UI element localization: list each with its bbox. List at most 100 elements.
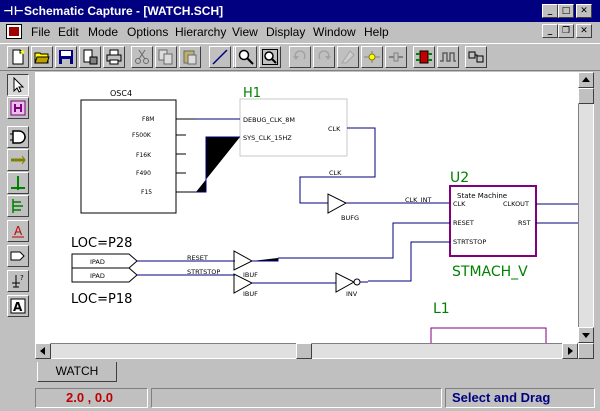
u2-instance-label: STMACH_V bbox=[452, 264, 528, 280]
open-button[interactable] bbox=[31, 46, 53, 68]
menu-file[interactable]: File bbox=[31, 25, 51, 39]
paste-icon bbox=[183, 50, 197, 65]
inv-gate[interactable] bbox=[335, 272, 356, 293]
svg-text:A: A bbox=[13, 300, 23, 314]
loc-p18-label: LOC=P18 bbox=[71, 292, 132, 307]
bus-tap-icon bbox=[364, 51, 380, 63]
bufg-gate[interactable] bbox=[327, 193, 348, 214]
doc-minimize-button[interactable]: _ bbox=[542, 24, 558, 38]
print-icon bbox=[106, 49, 122, 65]
net-clk-int-label: CLK_INT bbox=[405, 196, 431, 204]
net-icon bbox=[389, 52, 403, 62]
doc-restore-button[interactable]: ❐ bbox=[558, 24, 574, 38]
menu-options[interactable]: Options bbox=[127, 25, 169, 39]
timing-button[interactable] bbox=[437, 46, 459, 68]
redo-icon bbox=[318, 50, 331, 60]
symbol-button[interactable] bbox=[7, 126, 29, 148]
osc4-pin-f15: F15 bbox=[141, 189, 152, 196]
l1-label: L1 bbox=[433, 301, 450, 317]
print-button[interactable] bbox=[103, 46, 125, 68]
wire-icon bbox=[11, 176, 25, 190]
ground-icon bbox=[12, 199, 23, 213]
schematic-app-icon[interactable]: ⊣⊢ bbox=[3, 4, 25, 18]
text-button[interactable]: A bbox=[7, 220, 29, 242]
attribute-button[interactable]: A bbox=[7, 295, 29, 317]
hierarchy-button[interactable] bbox=[7, 97, 29, 119]
scroll-up-button[interactable] bbox=[578, 72, 594, 88]
undo-button[interactable] bbox=[289, 46, 311, 68]
tab-watch[interactable]: WATCH bbox=[37, 362, 117, 382]
zoom-full-button[interactable] bbox=[259, 46, 281, 68]
zoom-button[interactable] bbox=[235, 46, 257, 68]
osc4-body[interactable] bbox=[80, 99, 177, 214]
u2-pin-clkout: CLKOUT bbox=[503, 200, 529, 208]
rubber-band-button[interactable] bbox=[337, 46, 359, 68]
menu-help[interactable]: Help bbox=[364, 25, 389, 39]
net-button[interactable] bbox=[385, 46, 407, 68]
scroll-down-button[interactable] bbox=[578, 327, 594, 343]
minimize-button[interactable]: _ bbox=[542, 4, 558, 18]
ipad-strtstop[interactable] bbox=[71, 267, 138, 283]
osc4-pin-f490: F490 bbox=[136, 170, 151, 177]
svg-text:?: ? bbox=[20, 274, 24, 282]
ibuf-strtstop-gate[interactable] bbox=[233, 273, 254, 294]
rubber-band-icon bbox=[341, 50, 355, 64]
maximize-button[interactable]: □ bbox=[558, 4, 574, 18]
scroll-left-button[interactable] bbox=[35, 343, 51, 359]
net-clk-label: CLK bbox=[329, 169, 342, 177]
wire-button[interactable] bbox=[7, 172, 29, 194]
menu-hierarchy[interactable]: Hierarchy bbox=[175, 25, 227, 39]
status-message bbox=[151, 388, 442, 408]
ibuf-reset-label: IBUF bbox=[243, 271, 258, 279]
print-preview-icon bbox=[83, 49, 98, 65]
horizontal-scrollbar[interactable] bbox=[35, 343, 578, 359]
print-preview-button[interactable] bbox=[79, 46, 101, 68]
draw-wire-button[interactable] bbox=[209, 46, 231, 68]
redo-button[interactable] bbox=[313, 46, 335, 68]
l1-block[interactable] bbox=[430, 327, 547, 343]
ibuf-reset-gate[interactable] bbox=[233, 250, 254, 271]
ground-button[interactable] bbox=[7, 195, 29, 217]
status-coordinates: 2.0 , 0.0 bbox=[35, 388, 148, 408]
bus-button[interactable] bbox=[7, 149, 29, 171]
osc4-pin-f8m: F8M bbox=[142, 116, 154, 123]
h1-pin-debug: DEBUG_CLK_8M bbox=[243, 116, 295, 124]
close-button[interactable]: ✕ bbox=[576, 4, 592, 18]
ipad-reset[interactable] bbox=[71, 253, 138, 269]
menu-view[interactable]: View bbox=[232, 25, 258, 39]
bus-tap-button[interactable] bbox=[361, 46, 383, 68]
horizontal-scroll-thumb[interactable] bbox=[296, 343, 312, 359]
menu-window[interactable]: Window bbox=[313, 25, 356, 39]
save-icon bbox=[59, 50, 73, 64]
document-system-menu-icon[interactable] bbox=[6, 24, 22, 39]
menu-edit[interactable]: Edit bbox=[58, 25, 79, 39]
vertical-scroll-thumb[interactable] bbox=[578, 88, 594, 104]
scroll-right-button[interactable] bbox=[562, 343, 578, 359]
new-file-icon bbox=[12, 49, 25, 65]
arrow-right-icon bbox=[568, 347, 573, 355]
new-file-button[interactable] bbox=[7, 46, 29, 68]
osc4-pin-f500k: F500K bbox=[132, 132, 152, 139]
arrow-left-icon bbox=[40, 347, 45, 355]
copy-button[interactable] bbox=[155, 46, 177, 68]
iopad-button[interactable] bbox=[7, 245, 29, 267]
save-button[interactable] bbox=[55, 46, 77, 68]
scroll-corner bbox=[578, 343, 594, 359]
vertical-scrollbar[interactable] bbox=[578, 72, 594, 343]
svg-text:A: A bbox=[14, 224, 23, 238]
power-button[interactable]: ? bbox=[7, 270, 29, 292]
u2-block[interactable] bbox=[449, 185, 537, 257]
select-mode-button[interactable] bbox=[7, 74, 29, 96]
simulator-button[interactable] bbox=[413, 46, 435, 68]
schematic-canvas[interactable]: OSC4 F8M F500K F16K F490 F15 H1 DEBUG_CL… bbox=[35, 72, 578, 343]
cut-icon bbox=[135, 49, 149, 64]
hierarchy-push-button[interactable] bbox=[465, 46, 487, 68]
paste-button[interactable] bbox=[179, 46, 201, 68]
text-a-icon: A bbox=[12, 224, 24, 238]
menu-display[interactable]: Display bbox=[266, 25, 306, 39]
menu-mode[interactable]: Mode bbox=[88, 25, 119, 39]
cut-button[interactable] bbox=[131, 46, 153, 68]
doc-close-button[interactable]: ✕ bbox=[576, 24, 592, 38]
sheet-tabs: WATCH bbox=[0, 362, 600, 384]
simulator-icon bbox=[416, 50, 432, 64]
